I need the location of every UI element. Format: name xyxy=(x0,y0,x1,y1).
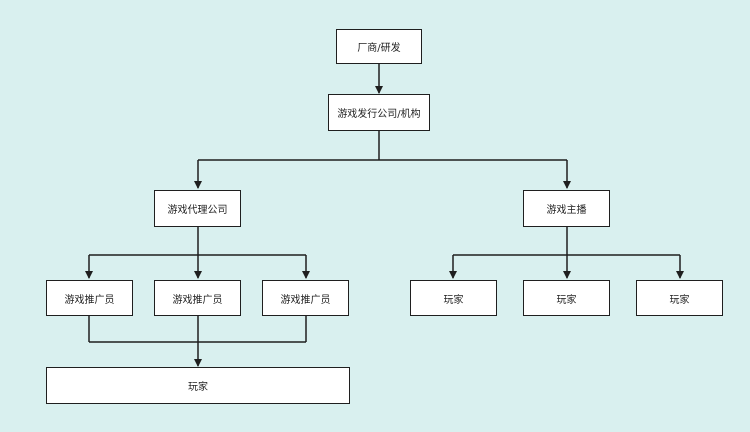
node-vendor: 厂商/研发 xyxy=(336,29,422,64)
node-promoter-3: 游戏推广员 xyxy=(262,280,349,316)
node-player-right-3: 玩家 xyxy=(636,280,723,316)
node-player-right-2: 玩家 xyxy=(523,280,610,316)
node-player-right-1: 玩家 xyxy=(410,280,497,316)
node-agency: 游戏代理公司 xyxy=(154,190,241,227)
node-promoter-1: 游戏推广员 xyxy=(46,280,133,316)
node-player-bottom: 玩家 xyxy=(46,367,350,404)
node-streamer: 游戏主播 xyxy=(523,190,610,227)
node-publisher: 游戏发行公司/机构 xyxy=(328,94,430,131)
node-promoter-2: 游戏推广员 xyxy=(154,280,241,316)
